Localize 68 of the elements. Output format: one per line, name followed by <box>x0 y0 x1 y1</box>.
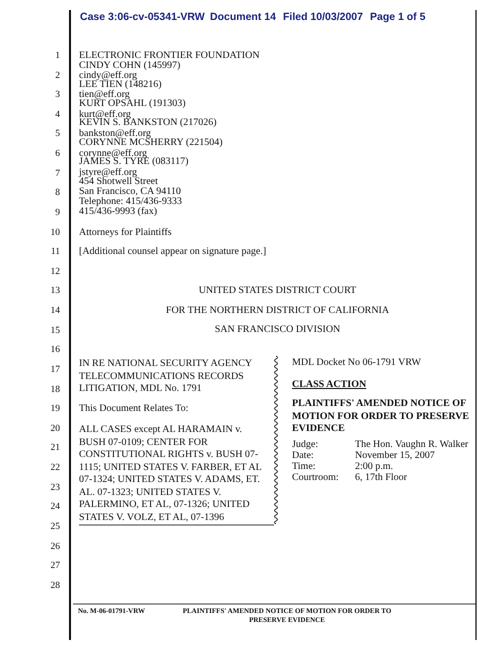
counsel-note: [Additional counsel appear on signature page.] <box>79 247 266 257</box>
line-number: 14 <box>50 306 60 316</box>
line-number: 1 <box>54 51 60 61</box>
attorneys-note: Attorneys for Plaintiffs <box>79 228 172 238</box>
email-address: tien@eff.org <box>79 90 130 100</box>
email-address: bankston@eff.org <box>79 129 151 139</box>
line-number: 9 <box>54 208 60 218</box>
line-number: 6 <box>54 149 60 159</box>
line-number: 4 <box>54 110 60 120</box>
line-number: 28 <box>50 581 60 591</box>
hearing-time: 2:00 p.m. <box>355 462 394 472</box>
page-number: Page 1 of 5 <box>370 11 426 23</box>
hearing-field-label: Date: <box>292 451 314 461</box>
line-number: 20 <box>50 424 60 434</box>
division-name: SAN FRANCISCO DIVISION <box>214 325 342 335</box>
case-number: Case 3:06-cv-05341-VRW <box>80 11 205 23</box>
hearing-field-label: Courtroom: <box>292 473 339 483</box>
line-number: 16 <box>50 345 60 355</box>
email-address: jstyre@eff.org <box>79 168 137 178</box>
line-number: 21 <box>50 443 60 453</box>
line-number: 22 <box>50 463 60 473</box>
hearing-field-label: Time: <box>292 462 316 472</box>
line-number: 3 <box>54 90 60 100</box>
attorney-name: KEVIN S. BANKSTON (217026) <box>79 118 217 128</box>
attorney-name: CINDY COHN (145997) <box>79 61 180 71</box>
case-caption: IN RE NATIONAL SECURITY AGENCY TELECOMMUNICATIONS RECORDS LITIGATION, MDL No. 1791 <box>79 358 253 396</box>
line-number: 24 <box>50 502 60 512</box>
street-address: 454 Shotwell Street <box>79 177 158 187</box>
attorney-name: CORYNNE MCSHERRY (221504) <box>79 138 223 148</box>
email-address: kurt@eff.org <box>79 110 131 120</box>
fax-number: 415/436-9993 (fax) <box>79 207 158 217</box>
line-number: 12 <box>50 267 60 277</box>
attorney-name: KURT OPSAHL (191303) <box>79 99 186 109</box>
line-number: 10 <box>50 228 60 238</box>
email-address: corynne@eff.org <box>79 149 147 159</box>
filed-date: Filed 10/03/2007 <box>283 11 363 23</box>
line-number: 13 <box>50 286 60 296</box>
motion-title: PLAINTIFFS' AMENDED NOTICE OF MOTION FOR ORDER TO PRESERVE EVIDENCE <box>292 398 470 436</box>
class-action-heading: CLASS ACTION <box>292 380 366 390</box>
judge-name: The Hon. Vaughn R. Walker <box>355 440 468 450</box>
city-address: San Francisco, CA 94110 <box>79 187 181 197</box>
court-name: UNITED STATES DISTRICT COURT <box>198 286 358 296</box>
hearing-field-label: Judge: <box>292 440 318 450</box>
line-number: 26 <box>50 542 60 552</box>
docket-number: MDL Docket No 06-1791 VRW <box>292 358 421 368</box>
line-number: 8 <box>54 188 60 198</box>
courtroom-number: 6, 17th Floor <box>355 473 407 483</box>
document-number: Document 14 <box>210 11 276 23</box>
telephone-number: Telephone: 415/436-9333 <box>79 197 182 207</box>
attorney-name: JAMES S. TYRE (083117) <box>79 157 188 167</box>
line-number: 5 <box>54 129 60 139</box>
line-number: 25 <box>50 522 60 532</box>
line-number: 15 <box>50 326 60 336</box>
related-cases-text: ALL CASES except AL HARAMAIN v. BUSH 07-0109; CENTER FOR CONSTITUTIONAL RIGHTS v. BUSH 07-1115; UNITED STATES V. FARBER, ET AL 07-1324; UNITED STATES V. ADAMS, ET. AL. 07-1323; UNITED STATES V. PALERMINO, ET AL, 07-1326; UNITED STATES V. VOLZ, ET AL, 07-1396 <box>79 424 262 524</box>
relates-to-text: This Document Relates To: <box>79 404 188 414</box>
line-number: 2 <box>54 71 60 81</box>
line-number: 7 <box>54 169 60 179</box>
line-number: 17 <box>50 365 60 375</box>
firm-name: ELECTRONIC FRONTIER FOUNDATION <box>79 51 260 61</box>
line-number: 23 <box>50 483 60 493</box>
district-name: FOR THE NORTHERN DISTRICT OF CALIFORNIA <box>164 306 390 316</box>
email-address: cindy@eff.org <box>79 71 137 81</box>
line-number: 11 <box>50 247 60 257</box>
line-number: 18 <box>50 385 60 395</box>
line-number: 27 <box>50 561 60 571</box>
hearing-date: November 15, 2007 <box>355 451 435 461</box>
line-number: 19 <box>50 404 60 414</box>
attorney-name: LEE TIEN (148216) <box>79 80 162 90</box>
